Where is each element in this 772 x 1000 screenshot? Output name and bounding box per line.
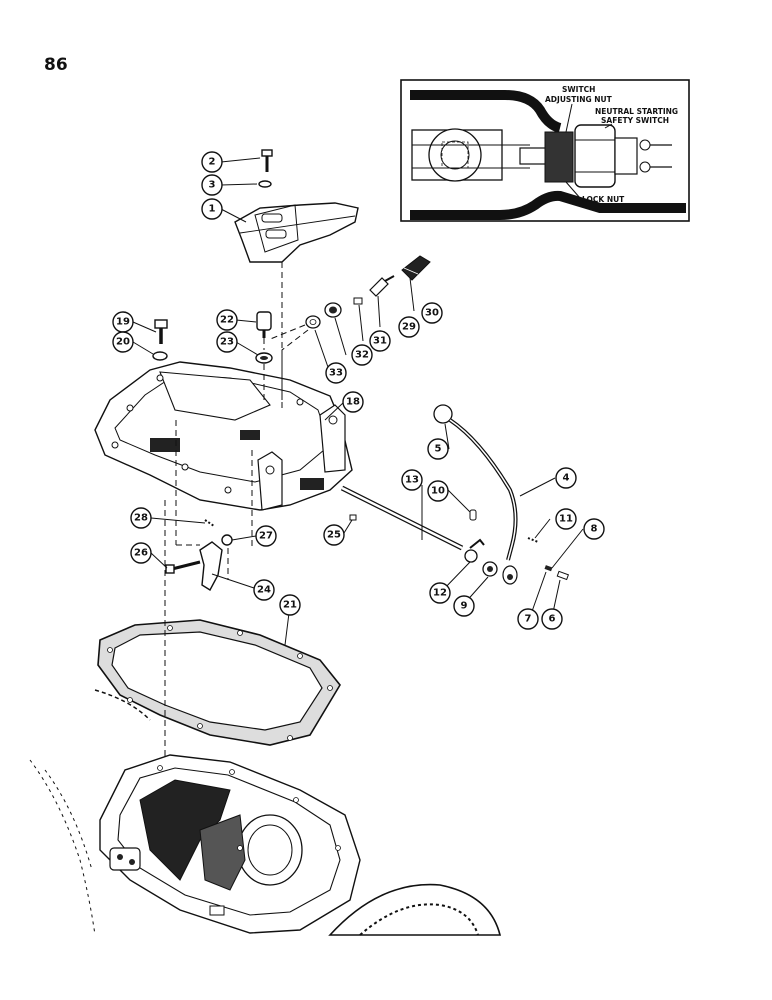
callout-3: 3 bbox=[201, 174, 223, 196]
svg-text:28: 28 bbox=[134, 513, 148, 524]
alignment-lines bbox=[164, 262, 309, 760]
svg-text:25: 25 bbox=[327, 530, 341, 541]
callout-8: 8 bbox=[583, 518, 605, 540]
callout-25: 25 bbox=[323, 524, 345, 546]
inset-label-safety-switch: SAFETY SWITCH bbox=[601, 116, 669, 125]
callout-26: 26 bbox=[130, 542, 152, 564]
callout-24: 24 bbox=[253, 579, 275, 601]
inset-label-lock-nut: LOCK NUT bbox=[582, 195, 625, 204]
callout-27: 27 bbox=[255, 525, 277, 547]
svg-text:23: 23 bbox=[220, 337, 234, 348]
inset-label-switch: SWITCH bbox=[562, 85, 595, 94]
callout-11: 11 bbox=[555, 508, 577, 530]
callout-22: 22 bbox=[216, 309, 238, 331]
callout-6: 6 bbox=[541, 608, 563, 630]
transmission-top-cover bbox=[94, 361, 353, 511]
callout-19: 19 bbox=[112, 311, 134, 333]
callout-29: 29 bbox=[398, 316, 420, 338]
bolt-19-washer-20 bbox=[152, 319, 168, 361]
callout-30: 30 bbox=[421, 302, 443, 324]
callout-1: 1 bbox=[201, 198, 223, 220]
svg-text:9: 9 bbox=[461, 601, 468, 612]
callout-13: 13 bbox=[401, 469, 423, 491]
svg-text:4: 4 bbox=[563, 473, 570, 484]
svg-text:24: 24 bbox=[257, 585, 271, 596]
svg-text:12: 12 bbox=[433, 588, 447, 599]
shift-rail bbox=[340, 485, 464, 551]
callout-18: 18 bbox=[342, 391, 364, 413]
callout-23: 23 bbox=[216, 331, 238, 353]
svg-text:13: 13 bbox=[405, 475, 419, 486]
gasket bbox=[97, 619, 341, 746]
shift-plate-assembly bbox=[234, 149, 359, 263]
callout-21: 21 bbox=[279, 594, 301, 616]
callout-20: 20 bbox=[112, 331, 134, 353]
svg-text:26: 26 bbox=[134, 548, 148, 559]
callout-7: 7 bbox=[517, 608, 539, 630]
plug-and-bushing bbox=[255, 311, 273, 364]
callout-33: 33 bbox=[325, 362, 347, 384]
inset-detail: SWITCH ADJUSTING NUT NEUTRAL STARTING SA… bbox=[400, 79, 690, 222]
svg-text:31: 31 bbox=[373, 336, 387, 347]
svg-text:7: 7 bbox=[525, 614, 532, 625]
inset-label-neutral-starting: NEUTRAL STARTING bbox=[595, 107, 678, 116]
svg-text:20: 20 bbox=[116, 337, 130, 348]
svg-text:18: 18 bbox=[346, 397, 360, 408]
inset-label-adjusting-nut: ADJUSTING NUT bbox=[545, 95, 613, 104]
callout-5: 5 bbox=[427, 438, 449, 460]
svg-text:2: 2 bbox=[209, 157, 216, 168]
svg-text:11: 11 bbox=[559, 514, 573, 525]
callout-31: 31 bbox=[369, 330, 391, 352]
callout-2: 2 bbox=[201, 151, 223, 173]
callout-4: 4 bbox=[555, 467, 577, 489]
svg-text:10: 10 bbox=[431, 486, 445, 497]
callout-12: 12 bbox=[429, 582, 451, 604]
svg-text:3: 3 bbox=[209, 180, 216, 191]
svg-text:30: 30 bbox=[425, 308, 439, 319]
svg-text:21: 21 bbox=[283, 600, 297, 611]
svg-text:1: 1 bbox=[209, 204, 216, 215]
switch-parts bbox=[305, 255, 431, 329]
svg-text:6: 6 bbox=[549, 614, 556, 625]
callouts: 1 2 3 4 5 6 7 8 9 10 11 12 13 18 19 20 2… bbox=[112, 151, 605, 630]
svg-text:5: 5 bbox=[435, 444, 442, 455]
callout-28: 28 bbox=[130, 507, 152, 529]
shift-fork-assembly bbox=[165, 519, 233, 591]
svg-text:8: 8 bbox=[591, 524, 598, 535]
small-parts bbox=[464, 509, 570, 581]
callout-10: 10 bbox=[427, 480, 449, 502]
svg-text:32: 32 bbox=[355, 350, 369, 361]
svg-text:22: 22 bbox=[220, 315, 234, 326]
shift-lever bbox=[433, 404, 518, 585]
callout-32: 32 bbox=[351, 344, 373, 366]
page-number: 86 bbox=[44, 55, 68, 75]
transmission-case bbox=[29, 689, 502, 936]
callout-9: 9 bbox=[453, 595, 475, 617]
svg-text:29: 29 bbox=[402, 322, 416, 333]
svg-text:33: 33 bbox=[329, 368, 343, 379]
svg-text:27: 27 bbox=[259, 531, 273, 542]
svg-text:19: 19 bbox=[116, 317, 130, 328]
